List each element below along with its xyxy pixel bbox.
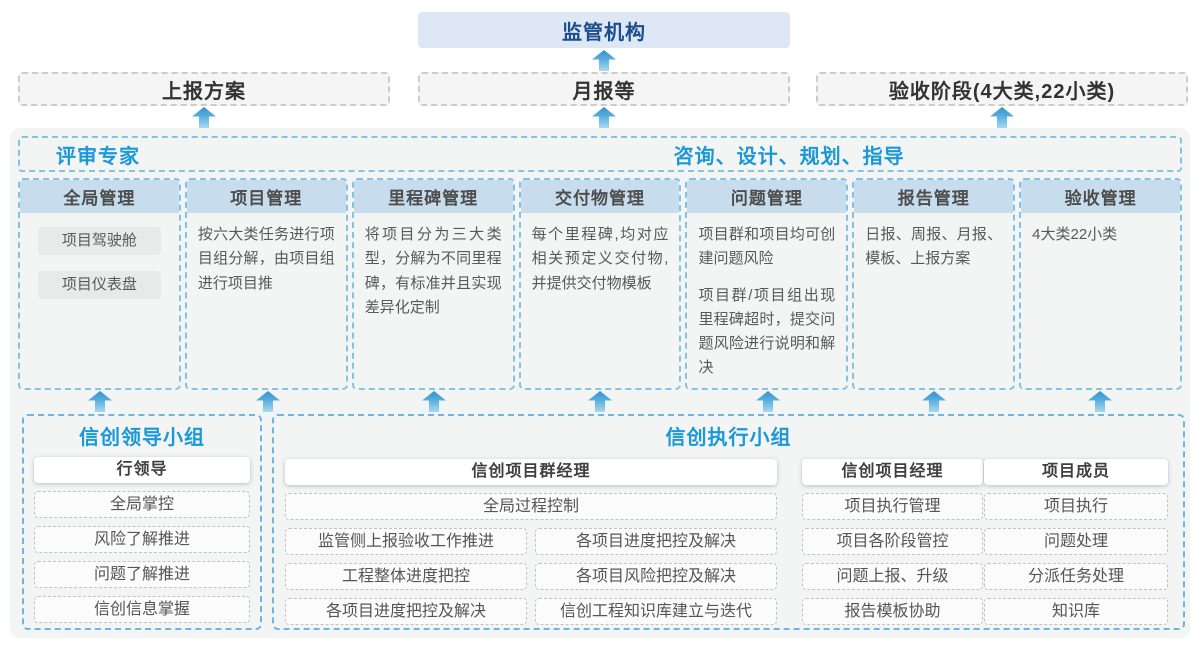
arrow-up-icon xyxy=(592,107,616,128)
column-deliverable-management: 交付物管理 每个里程碑,均对应相关预定义交付物,并提供交付物模板 xyxy=(518,178,682,390)
pill-project-dashboard: 项目仪表盘 xyxy=(38,271,161,299)
column-milestone-management: 里程碑管理 将项目分为三大类型，分解为不同里程碑，有标准并且实现差异化定制 xyxy=(351,178,515,390)
member-item: 知识库 xyxy=(984,598,1168,625)
consulting-label: 咨询、设计、规划、指导 xyxy=(673,145,905,168)
project-manager-item: 报告模板协助 xyxy=(802,598,983,625)
leadership-group-box: 信创领导小组 行领导 全局掌控 风险了解推进 问题了解推进 信创信息掌握 xyxy=(22,414,262,630)
project-manager-item: 项目各阶段管控 xyxy=(802,528,983,555)
management-columns: 全局管理 项目驾驶舱 项目仪表盘 项目管理 按六大类任务进行项目组分解，由项目组… xyxy=(18,178,1183,390)
role-project-member: 项目成员 xyxy=(984,459,1168,485)
leader-item: 信创信息掌握 xyxy=(34,596,250,623)
column-title: 里程碑管理 xyxy=(353,180,513,213)
report-plan-box: 上报方案 xyxy=(18,72,390,106)
column-description: 项目群和项目均可创建问题风险 xyxy=(698,226,836,268)
column-issue-management: 问题管理 项目群和项目均可创建问题风险 项目群/项目组出现里程碑超时，提交问题风… xyxy=(685,178,849,390)
execution-group-title: 信创执行小组 xyxy=(665,427,792,449)
arrow-up-icon xyxy=(990,107,1014,128)
pm-item: 工程整体进度把控 xyxy=(285,563,527,590)
column-description: 按六大类任务进行项目组分解，由项目组进行项目推 xyxy=(197,226,335,292)
monthly-report-box: 月报等 xyxy=(418,72,790,106)
experts-header-bar: 评审专家 咨询、设计、规划、指导 xyxy=(18,136,1182,172)
regulator-box: 监管机构 xyxy=(418,12,790,48)
column-title: 报告管理 xyxy=(854,180,1014,213)
column-global-management: 全局管理 项目驾驶舱 项目仪表盘 xyxy=(18,178,181,390)
acceptance-stage-box: 验收阶段(4大类,22小类) xyxy=(816,72,1188,106)
pm-item: 全局过程控制 xyxy=(285,493,777,520)
member-item: 分派任务处理 xyxy=(984,563,1168,590)
role-project-manager: 信创项目经理 xyxy=(802,459,983,485)
role-bank-leaders: 行领导 xyxy=(34,457,250,483)
column-description: 日报、周报、月报、模板、上报方案 xyxy=(865,226,1003,268)
column-title: 验收管理 xyxy=(1021,180,1181,213)
pm-item: 监管侧上报验收工作推进 xyxy=(285,528,527,555)
member-item: 项目执行 xyxy=(984,493,1168,520)
leader-item: 问题了解推进 xyxy=(34,561,250,588)
member-item: 问题处理 xyxy=(984,528,1168,555)
role-program-manager: 信创项目群经理 xyxy=(285,459,777,485)
program-manager-subgroup: 信创项目群经理 全局过程控制 监管侧上报验收工作推进 各项目进度把控及解决 工程… xyxy=(285,459,777,625)
leader-item: 风险了解推进 xyxy=(34,526,250,553)
column-description: 每个里程碑,均对应相关预定义交付物,并提供交付物模板 xyxy=(531,226,669,292)
arrow-up-icon xyxy=(192,107,216,128)
column-description: 将项目分为三大类型，分解为不同里程碑，有标准并且实现差异化定制 xyxy=(364,226,502,316)
column-title: 全局管理 xyxy=(20,180,179,213)
leadership-group-title: 信创领导小组 xyxy=(79,427,205,449)
column-title: 问题管理 xyxy=(687,180,847,213)
pm-item: 信创工程知识库建立与迭代 xyxy=(535,598,777,625)
leader-item: 全局掌控 xyxy=(34,491,250,518)
project-manager-item: 项目执行管理 xyxy=(802,493,983,520)
column-description: 项目群/项目组出现里程碑超时，提交问题风险进行说明和解决 xyxy=(698,286,836,377)
arrow-up-icon xyxy=(592,50,616,71)
pill-project-cockpit: 项目驾驶舱 xyxy=(38,227,161,255)
column-project-management: 项目管理 按六大类任务进行项目组分解，由项目组进行项目推 xyxy=(184,178,348,390)
pm-item: 各项目进度把控及解决 xyxy=(285,598,527,625)
execution-group-box: 信创执行小组 信创项目群经理 全局过程控制 监管侧上报验收工作推进 各项目进度把… xyxy=(272,414,1185,630)
pm-item: 各项目风险把控及解决 xyxy=(535,563,777,590)
experts-label: 评审专家 xyxy=(56,145,140,168)
column-report-management: 报告管理 日报、周报、月报、模板、上报方案 xyxy=(852,178,1016,390)
column-description: 4大类22小类 xyxy=(1032,226,1118,243)
column-title: 交付物管理 xyxy=(520,180,680,213)
project-manager-subgroup: 信创项目经理 项目执行管理 项目各阶段管控 问题上报、升级 报告模板协助 xyxy=(802,459,983,625)
column-acceptance-management: 验收管理 4大类22小类 xyxy=(1019,178,1183,390)
project-manager-item: 问题上报、升级 xyxy=(802,563,983,590)
pm-item: 各项目进度把控及解决 xyxy=(535,528,777,555)
project-member-subgroup: 项目成员 项目执行 问题处理 分派任务处理 知识库 xyxy=(984,459,1168,625)
column-title: 项目管理 xyxy=(186,180,346,213)
